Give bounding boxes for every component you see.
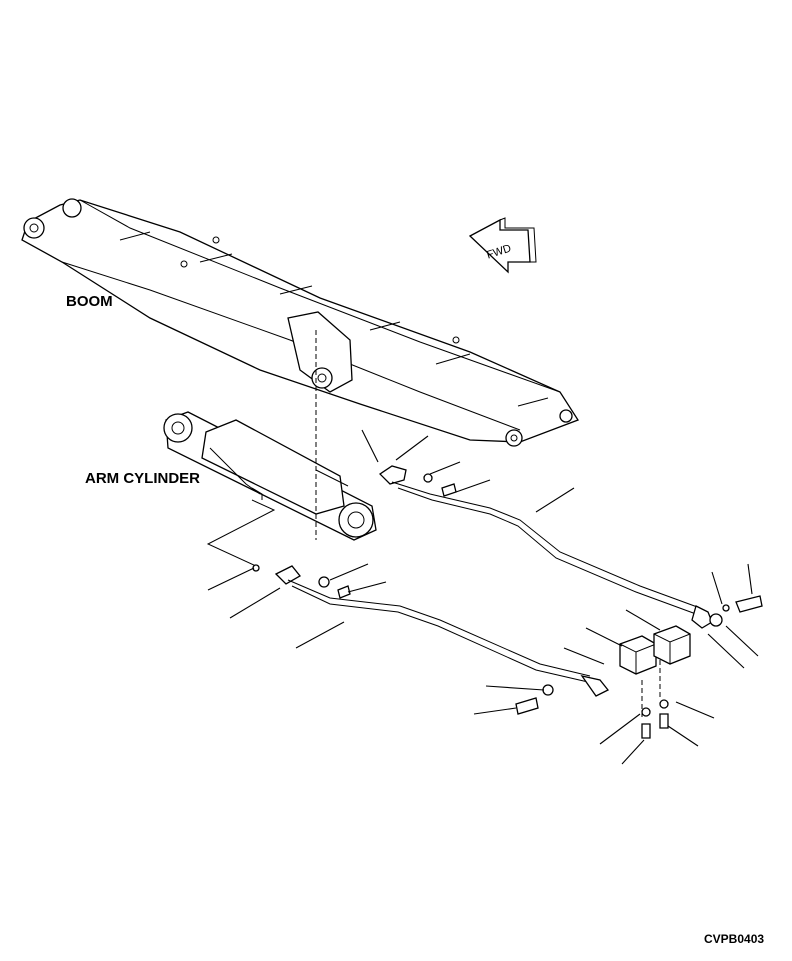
lower-hose-assembly (252, 564, 610, 715)
boom-part (21, 198, 579, 447)
arm-cylinder-part (163, 411, 377, 541)
drawing-code-label: CVPB0403 (704, 932, 765, 946)
block-parts (619, 625, 691, 739)
forward-arrow-icon: FWD (468, 217, 537, 274)
upper-hose-assembly (378, 465, 763, 629)
boom-label: BOOM (66, 293, 113, 310)
leader-lines (207, 429, 759, 765)
arm-cylinder-label: ARM CYLINDER (85, 470, 200, 487)
